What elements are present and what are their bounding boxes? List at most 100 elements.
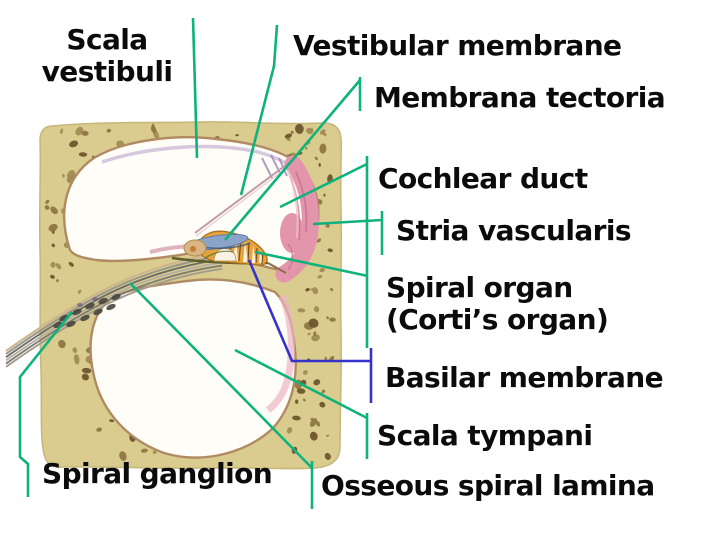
bone-speckle <box>45 199 50 204</box>
label-spiral-organ: Spiral organ (Corti’s organ) <box>386 271 609 337</box>
bone-speckle <box>296 388 306 394</box>
bone-speckle <box>75 126 84 136</box>
bone-speckle <box>326 316 329 320</box>
pointer-lines <box>18 17 384 509</box>
bone-speckle <box>313 331 317 336</box>
stria-bulge <box>280 213 304 253</box>
hair-cell-white-3 <box>252 245 256 263</box>
ligament-streak-2 <box>270 154 282 176</box>
nerve-striation-4 <box>5 264 223 365</box>
stria-vascularis-pointer <box>312 218 383 226</box>
label-scala-tympani: Scala tympani <box>377 419 593 452</box>
bone-speckle <box>330 287 334 292</box>
scala-vestibuli-pointer <box>191 17 199 159</box>
bone-speckle <box>49 274 55 279</box>
bone-speckle <box>109 419 115 423</box>
nerve-striation-2 <box>5 258 223 358</box>
bone-speckle <box>318 163 321 167</box>
vestibular-membrane-pointer <box>239 24 279 196</box>
bone-speckle <box>323 193 326 197</box>
bone-speckle <box>81 130 89 136</box>
bone-speckle <box>78 152 88 157</box>
bone-speckle <box>310 288 313 291</box>
bone-speckle <box>310 128 314 132</box>
bone-speckle <box>307 332 311 336</box>
bone-speckle <box>309 418 318 427</box>
label-vestibular-membrane: Vestibular membrane <box>293 29 622 62</box>
bone-speckle <box>322 132 327 137</box>
vestibular-membrane-shadow <box>195 165 290 237</box>
bone-speckle <box>321 389 326 393</box>
organ-of-corti <box>171 230 287 274</box>
scala-tympani-cavity <box>89 278 297 459</box>
bone-speckle <box>50 206 58 215</box>
ligament-streak-1 <box>261 157 273 179</box>
label-stria-vascularis: Stria vascularis <box>396 214 632 247</box>
stria-band <box>275 155 319 283</box>
bone-speckle <box>73 354 80 365</box>
label-membrana-tectoria: Membrana tectoria <box>374 81 666 114</box>
hair-cell-white-2 <box>243 241 248 262</box>
bone-speckle <box>60 128 64 135</box>
bone-speckle <box>77 289 82 294</box>
bone-speckle <box>325 223 330 228</box>
bone-speckle <box>69 140 79 148</box>
bone-speckle <box>312 287 319 295</box>
stria-highlight <box>286 169 299 239</box>
hair-cell-dark-4 <box>255 247 258 264</box>
bone-speckle <box>304 146 308 150</box>
nerve-striation-3 <box>5 261 223 362</box>
bone-speckle <box>106 128 112 133</box>
bone-speckle <box>303 370 308 375</box>
stria-texture-1 <box>295 171 308 233</box>
bone-speckle <box>313 379 321 386</box>
scala-tympani-pointer <box>234 348 368 420</box>
hair-cell-dark-3 <box>247 242 250 263</box>
bone-speckle <box>292 415 301 421</box>
label-line: (Corti’s organ) <box>386 303 609 337</box>
bone-speckle <box>319 143 327 154</box>
spiral-ganglion-pointer <box>18 311 74 497</box>
bone-speckle <box>319 401 326 408</box>
label-line: vestibuli <box>41 55 173 89</box>
bone-speckle <box>119 451 127 461</box>
basilar-to-stria <box>267 262 287 274</box>
bone-speckle <box>68 262 74 267</box>
bone-speckle <box>327 248 333 253</box>
bone-speckle <box>317 275 323 279</box>
bone-speckle <box>315 420 321 427</box>
bone-speckle <box>297 308 306 313</box>
label-line: Spiral organ <box>386 271 573 304</box>
nerve-striation-5 <box>5 267 223 368</box>
bone-speckle <box>326 434 330 437</box>
label-basilar-membrane: Basilar membrane <box>385 361 664 394</box>
bone-speckle <box>329 317 336 322</box>
osseous-spiral-lamina-pointer <box>129 282 313 469</box>
bone-speckle <box>308 318 319 328</box>
nerve-strand-green <box>204 250 234 259</box>
bone-speckle <box>324 452 331 460</box>
bone-speckle <box>96 427 102 432</box>
bone-speckle <box>50 261 56 268</box>
bone-speckle <box>235 134 239 137</box>
bone-speckle <box>58 339 66 349</box>
bone-speckle <box>51 243 56 248</box>
bone-speckle <box>302 398 306 402</box>
bone-speckle <box>290 130 294 134</box>
bone-speckle <box>44 205 50 210</box>
bone-speckle <box>295 123 304 134</box>
label-scala-vestibuli: Scala vestibuli <box>18 23 196 89</box>
vestibular-membrane-line <box>194 161 291 234</box>
basilar-membrane-pointer <box>247 259 371 363</box>
spiral-ligament-lining <box>101 144 296 172</box>
stria-vascularis-region <box>275 155 319 283</box>
bone-speckle <box>311 334 320 342</box>
bone-speckle <box>81 367 92 374</box>
bone-speckle <box>314 156 318 161</box>
bone-speckle <box>48 223 58 232</box>
bone-speckle <box>56 279 59 283</box>
bone-speckle <box>286 137 291 142</box>
label-cochlear-duct: Cochlear duct <box>378 162 588 195</box>
bone-speckle <box>319 268 325 273</box>
